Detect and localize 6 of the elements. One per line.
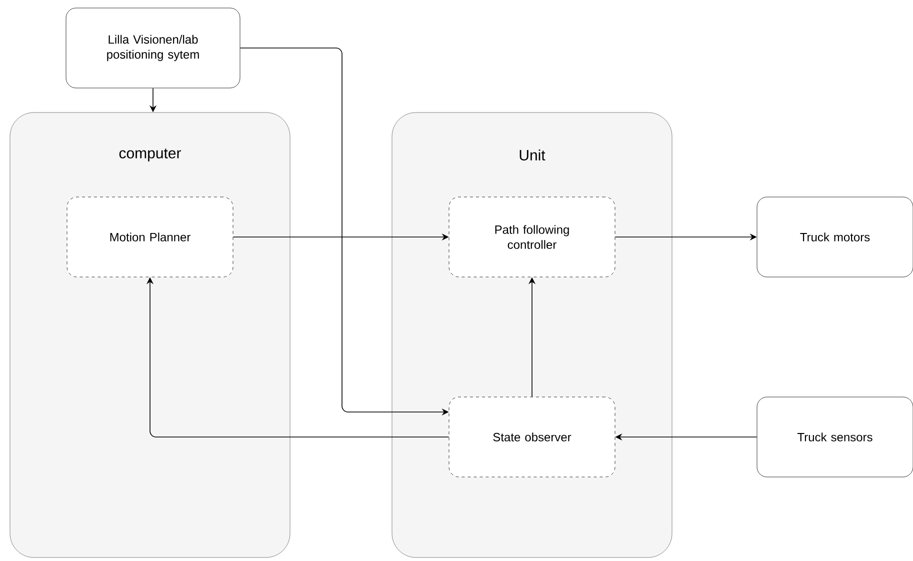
process-box: Truck sensors: [756, 396, 913, 478]
process-box: Truck motors: [756, 196, 913, 278]
process-box: Path following controller: [448, 196, 616, 278]
process-box: Lilla Visionen/lab positioning sytem: [66, 8, 240, 88]
process-box: State observer: [448, 396, 616, 478]
process-box: Motion Planner: [66, 196, 234, 278]
